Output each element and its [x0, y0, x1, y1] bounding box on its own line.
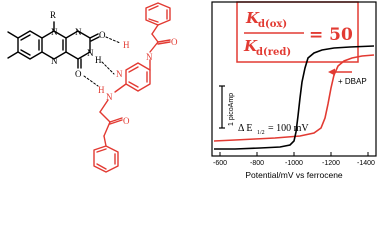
hydrogen-bonds — [83, 36, 121, 87]
x-tick-label: -600 — [213, 160, 227, 167]
n10-label: N — [51, 27, 58, 37]
delta-e-symbol: Δ E — [238, 123, 253, 134]
receptor-molecule — [93, 2, 171, 173]
x-tick-label: -1400 — [357, 160, 375, 167]
x-tick-label: -800 — [250, 160, 264, 167]
equation-box — [236, 1, 359, 63]
delta-e-annotation: Δ E 1/2 = 100 mV — [238, 123, 309, 136]
o2-label: O — [99, 30, 106, 40]
top-amide-n-label: N — [146, 52, 153, 62]
pyridine-n-label: N — [116, 69, 123, 79]
x-tick-label: -1000 — [285, 160, 303, 167]
delta-e-subscript: 1/2 — [257, 130, 265, 136]
flavin-labels: R N N N N H O O — [50, 10, 106, 79]
figure-canvas: R N N N N H O O — [7, 1, 377, 180]
r-group-label: R — [50, 10, 56, 20]
flavin-core — [7, 21, 100, 69]
dbap-label: + DBAP — [338, 77, 367, 86]
top-amide-h-label: H — [123, 40, 130, 50]
delta-e-value: = 100 mV — [268, 123, 309, 134]
n1-label: N — [75, 27, 82, 37]
x-axis-label: Potential/mV vs ferrocene — [245, 170, 343, 180]
dbap-curve — [213, 54, 375, 142]
chemical-structure: R N N N N H O O — [7, 2, 178, 173]
denominator-subscript: d(red) — [256, 47, 291, 58]
numerator-k: K — [245, 9, 260, 27]
bottom-amide-n-label: N — [106, 92, 113, 102]
equation: K d(ox) K d(red) = 50 — [243, 9, 353, 58]
scale-bar-label: 1 picoAmp — [228, 93, 235, 126]
current-scale-bar: 1 picoAmp — [219, 85, 235, 129]
n3-label: N — [87, 48, 94, 58]
x-axis: -600 -800 -1000 -1200 -1400 Potential/mV… — [213, 152, 375, 180]
ratio-value: = 50 — [309, 25, 353, 45]
receptor-labels: N H O N N H O — [98, 37, 178, 126]
x-tick-label: -1200 — [322, 160, 340, 167]
voltammogram-panel: K d(ox) K d(red) = 50 + DBAP 1 picoAmp — [211, 1, 377, 180]
bottom-amide-o-label: O — [123, 116, 130, 126]
n5-label: N — [51, 56, 58, 66]
o4-label: O — [75, 69, 82, 79]
dbap-arrow-head — [328, 68, 335, 76]
dbap-annotation: + DBAP — [328, 68, 367, 86]
top-amide-o-label: O — [171, 37, 178, 47]
denominator-k: K — [243, 37, 258, 55]
n3-h-label: H — [95, 55, 102, 65]
numerator-subscript: d(ox) — [258, 19, 287, 30]
reference-curve — [214, 45, 375, 150]
bottom-amide-h-label: H — [98, 85, 105, 95]
